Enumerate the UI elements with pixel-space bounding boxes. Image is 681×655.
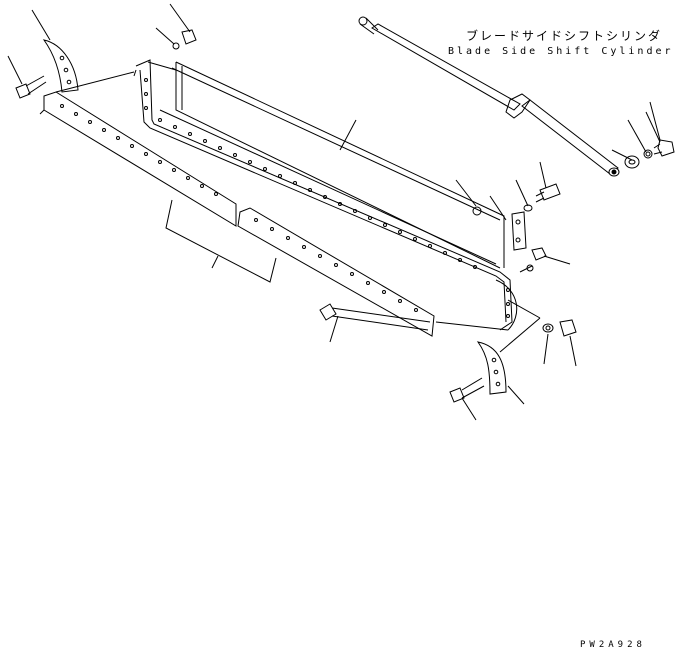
cutting-edge-right: [237, 207, 435, 337]
drawing-code: PW2A928: [580, 640, 646, 650]
title-japanese: ブレードサイドシフトシリンダ: [466, 29, 663, 43]
side-shift-cylinder: [358, 16, 620, 177]
edge-holes-right: [254, 218, 418, 312]
left-bolt: [7, 55, 47, 99]
frame-nut: [519, 247, 571, 273]
right-end-bit: [476, 341, 525, 405]
title-english: Blade Side Shift Cylinder: [448, 46, 674, 57]
cylinder-bracket: [489, 195, 527, 251]
frame-holes: [144, 78, 510, 318]
blade-frame: [135, 59, 518, 331]
left-end-bit: [31, 9, 79, 93]
right-leader: [435, 299, 541, 353]
lower-nut: [542, 319, 577, 367]
cutting-edge-left: [39, 69, 237, 227]
cylinder-pin-hardware: [611, 101, 675, 169]
right-bolt: [449, 377, 485, 421]
edge-holes-left: [60, 104, 218, 196]
bracket-bolt: [515, 161, 561, 212]
top-nut: [155, 3, 197, 50]
plow-bolt: [319, 303, 431, 343]
edge-leader: [165, 199, 277, 283]
